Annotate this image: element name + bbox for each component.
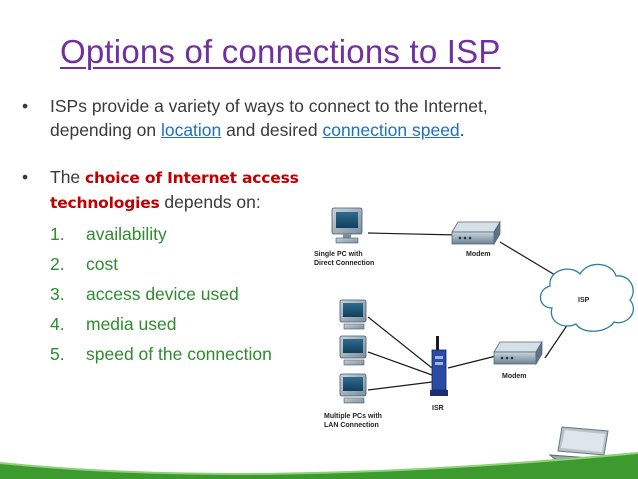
pc-icon <box>331 207 363 244</box>
multi-pc-label: LAN Connection <box>324 422 379 429</box>
bullet-text: ISPs provide a variety of ways to connec… <box>50 94 488 142</box>
modem-icon <box>493 340 543 366</box>
item-number: 2. <box>50 254 65 274</box>
bullet-dot: • <box>22 167 29 187</box>
item-text: speed of the connection <box>86 344 272 364</box>
list-item: 3. access device used <box>50 284 272 314</box>
pc-icon <box>339 373 367 404</box>
isr-label: ISR <box>432 405 444 412</box>
factor-list: 1. availability 2. cost 3. access device us… <box>50 224 272 374</box>
pc-icon <box>339 299 367 330</box>
single-pc-label: Direct Connection <box>314 260 374 267</box>
isp-label: ISP <box>578 297 590 304</box>
bullet-text: The choice of Internet access technologi… <box>50 165 299 215</box>
text-prefix: The <box>50 167 86 187</box>
cable-pc3-isr <box>367 381 433 391</box>
item-text: availability <box>86 224 167 244</box>
text-suffix: depends on: <box>159 192 261 212</box>
bullet-line-1: ISPs provide a variety of ways to connec… <box>50 96 488 116</box>
modem-icon <box>451 220 501 246</box>
cable-isr-modem <box>447 354 501 369</box>
item-number: 1. <box>50 224 65 244</box>
multi-pc-label: Multiple PCs with <box>324 413 382 420</box>
bullet-line-2: technologies depends on: <box>50 190 299 215</box>
modem-bottom-label: Modem <box>502 373 527 380</box>
location-link[interactable]: location <box>160 120 222 140</box>
cable-pc-modem <box>367 232 459 236</box>
item-number: 5. <box>50 344 65 364</box>
pc-icon <box>339 335 367 366</box>
bullet-line-1: The choice of Internet access <box>50 165 299 190</box>
cloud-icon <box>539 263 635 332</box>
footer-swoosh <box>0 452 638 479</box>
text-mid: and desired <box>221 120 323 140</box>
router-icon <box>430 336 448 396</box>
highlight-text: technologies <box>50 194 160 212</box>
slide-title: Options of connections to ISP <box>60 33 501 70</box>
item-number: 3. <box>50 284 65 304</box>
list-item: 5. speed of the connection <box>50 344 272 374</box>
list-item: 1. availability <box>50 224 272 254</box>
connection-speed-link[interactable]: connection speed <box>322 120 460 140</box>
network-diagram: Single PC with Direct Connection Modem I… <box>314 207 635 429</box>
item-text: access device used <box>86 284 239 304</box>
list-item: 2. cost <box>50 254 272 284</box>
item-text: cost <box>86 254 119 274</box>
bullet-line-2: depending on location and desired connec… <box>50 118 488 142</box>
highlight-text: choice of Internet access <box>85 169 299 187</box>
bullet-dot: • <box>22 96 29 116</box>
text-suffix: . <box>459 120 465 140</box>
single-pc-label: Single PC with <box>314 251 363 258</box>
list-item: 4. media used <box>50 314 272 344</box>
cable-pc1-isr <box>367 316 433 369</box>
item-number: 4. <box>50 314 65 334</box>
text-prefix: depending on <box>50 120 161 140</box>
modem-top-label: Modem <box>466 251 491 258</box>
cables <box>367 232 581 391</box>
item-text: media used <box>86 314 177 334</box>
cable-pc2-isr <box>367 351 433 376</box>
